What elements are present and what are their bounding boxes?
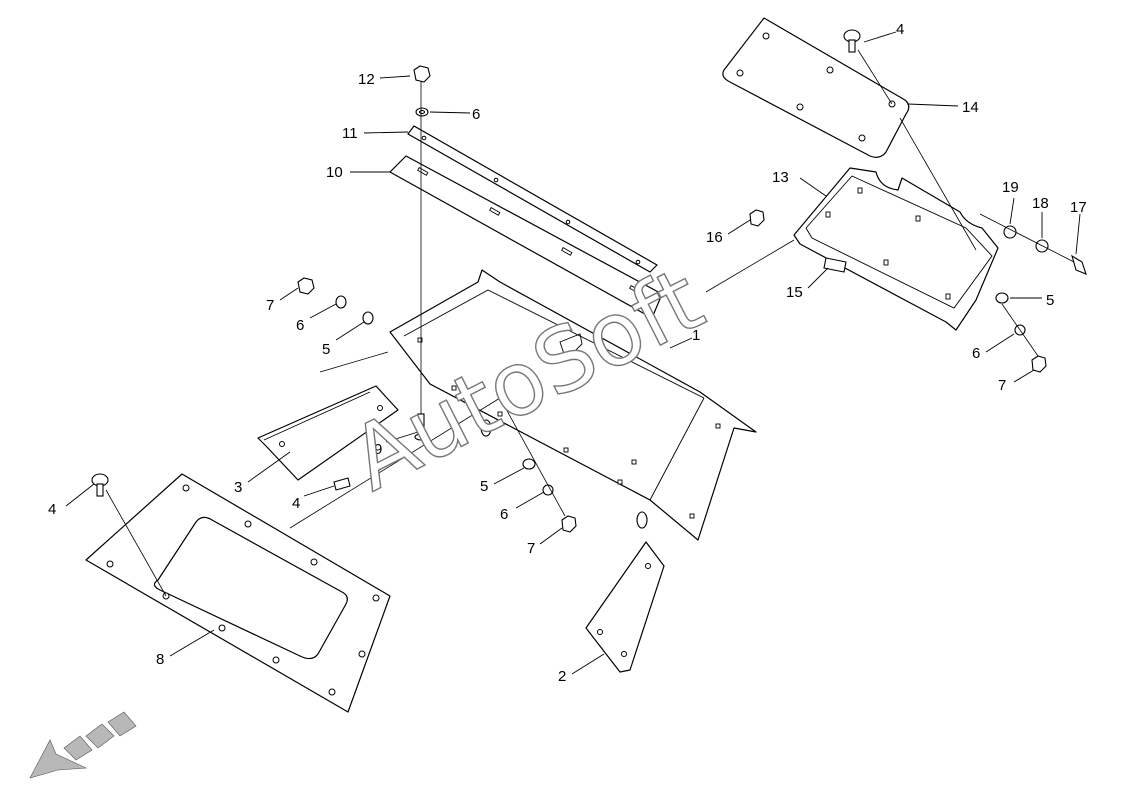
part-13-bracket [793, 167, 999, 331]
hardware-nuts-washers-bolts [91, 29, 1087, 533]
callout-19: 19 [1002, 179, 1019, 196]
callout-18: 18 [1032, 195, 1049, 212]
callout-5: 5 [322, 341, 330, 358]
callout-6: 6 [500, 506, 508, 523]
callout-15: 15 [786, 284, 803, 301]
callout-12: 12 [358, 71, 375, 88]
callout-17: 17 [1070, 199, 1087, 216]
callout-1: 1 [692, 327, 700, 344]
callout-7: 7 [266, 297, 274, 314]
part-1-tray [389, 269, 757, 541]
callout-4: 4 [48, 501, 56, 518]
direction-arrow-icon [29, 711, 137, 779]
callout-13: 13 [772, 169, 789, 186]
callout-3: 3 [234, 479, 242, 496]
part-8-base-plate [85, 473, 391, 713]
part-3-bracket [257, 385, 399, 481]
part-10-strip [389, 155, 663, 319]
callout-14: 14 [962, 99, 979, 116]
leader-lines [65, 31, 1081, 675]
assembly-axis-lines [105, 49, 1075, 597]
callout-4: 4 [896, 21, 904, 38]
callout-9: 9 [374, 441, 382, 458]
callout-labels: 1 2 3 4 4 4 5 5 5 6 6 6 6 7 7 7 8 9 10 1… [48, 21, 1087, 685]
callout-10: 10 [326, 164, 343, 181]
callout-11: 11 [342, 125, 358, 142]
callout-7: 7 [998, 377, 1006, 394]
part-14-plate [722, 17, 910, 158]
part-11-strip [407, 125, 658, 273]
callout-2: 2 [558, 668, 566, 685]
callout-16: 16 [706, 229, 723, 246]
callout-7: 7 [527, 540, 535, 557]
callout-8: 8 [156, 651, 164, 668]
callout-6: 6 [972, 345, 980, 362]
callout-5: 5 [1046, 292, 1054, 309]
part-2-side-plate [585, 541, 665, 673]
callout-6: 6 [472, 106, 480, 123]
callout-5: 5 [480, 478, 488, 495]
callout-6: 6 [296, 317, 304, 334]
callout-4: 4 [292, 495, 300, 512]
